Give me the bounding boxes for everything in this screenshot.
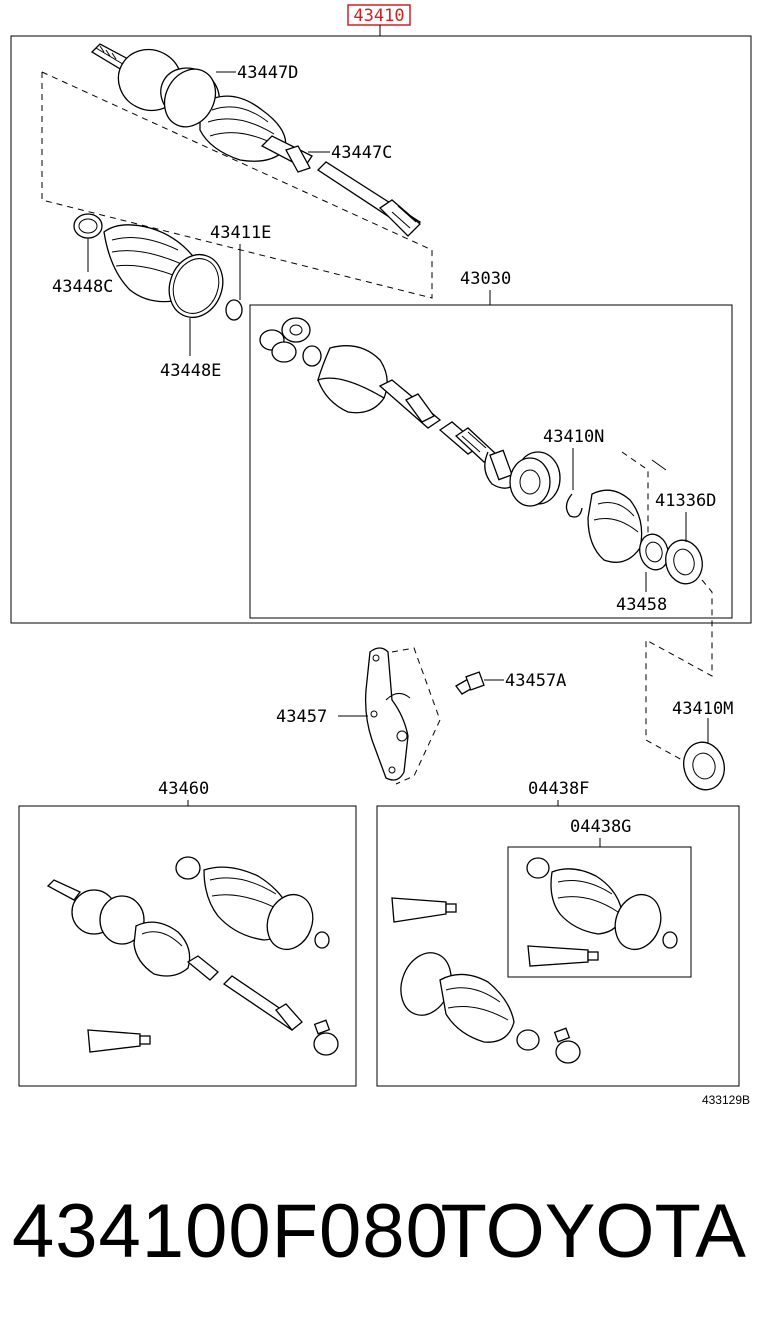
- bearing-bracket: [364, 647, 485, 785]
- label-41336D[interactable]: 41336D: [655, 491, 716, 511]
- label-43457A[interactable]: 43457A: [505, 671, 566, 691]
- label-04438G[interactable]: 04438G: [570, 817, 631, 837]
- outer-boot-kit: [73, 213, 243, 321]
- product-footer: 434100F080 TOYOTA: [0, 1180, 760, 1290]
- outer-drive-shaft: [90, 43, 421, 237]
- label-43410M[interactable]: 43410M: [672, 699, 733, 719]
- svg-text:43410: 43410: [353, 6, 404, 26]
- label-43448C[interactable]: 43448C: [52, 277, 113, 297]
- label-43447C[interactable]: 43447C: [331, 143, 392, 163]
- part-number: 434100F080: [12, 1189, 449, 1274]
- shaft-kit-43460: [46, 856, 339, 1056]
- label-43030[interactable]: 43030: [460, 269, 511, 289]
- label-43460[interactable]: 43460: [158, 779, 209, 799]
- shaft-kit-frame: [18, 805, 357, 1087]
- label-04438F[interactable]: 04438F: [528, 779, 589, 799]
- label-43410N[interactable]: 43410N: [543, 427, 604, 447]
- inner-boot-kit-frame: [507, 846, 692, 978]
- assembly-label-43410[interactable]: 43410: [347, 4, 411, 26]
- figure-number: 433129B: [702, 1093, 750, 1107]
- inner-joint-assembly: [259, 317, 703, 585]
- label-43458[interactable]: 43458: [616, 595, 667, 615]
- oil-seal-43410M: [683, 741, 725, 791]
- inner-joint-frame: [249, 304, 733, 619]
- main-assembly-frame: [10, 35, 752, 624]
- label-43448E[interactable]: 43448E: [160, 361, 221, 381]
- boot-kit-frame: [376, 805, 740, 1087]
- label-43447D[interactable]: 43447D: [237, 63, 298, 83]
- boot-kit-04438F: [391, 857, 678, 1064]
- label-43457[interactable]: 43457: [276, 707, 327, 727]
- brand-name: TOYOTA: [440, 1189, 746, 1274]
- label-43411E[interactable]: 43411E: [210, 223, 271, 243]
